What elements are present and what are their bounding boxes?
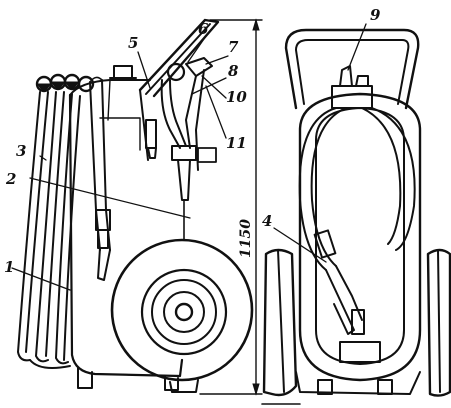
wheel: [110, 238, 254, 393]
callout-2: 2: [5, 170, 16, 188]
callout-8: 8: [228, 62, 239, 80]
callout-1: 1: [4, 258, 14, 276]
callout-9: 9: [370, 6, 381, 24]
callout-10: 10: [226, 88, 247, 106]
tank-body: [68, 65, 184, 391]
callout-5: 5: [128, 34, 138, 52]
dimension-height-label: 1150: [238, 219, 254, 258]
front-view: 9 4: [261, 6, 451, 405]
front-hose-loop: [298, 107, 416, 363]
leader-4: [273, 227, 327, 263]
callout-3: 3: [16, 142, 26, 160]
front-wheels: [261, 248, 451, 405]
leader-lines: [11, 35, 229, 291]
callout-4: 4: [262, 212, 272, 230]
front-top-valve: [331, 65, 373, 109]
height-dimension: [199, 18, 263, 396]
callout-7: 7: [228, 38, 239, 56]
hanging-hose: [89, 76, 111, 281]
callout-6: 6: [198, 20, 209, 38]
leader-9: [347, 23, 367, 71]
front-handle-frame: [284, 28, 420, 110]
side-view: 1 2 3 5 6 7 8 10 11 1150: [4, 18, 263, 396]
hose-coil: [17, 73, 95, 369]
handle-bracket: [138, 18, 220, 161]
callout-11: 11: [226, 134, 247, 152]
